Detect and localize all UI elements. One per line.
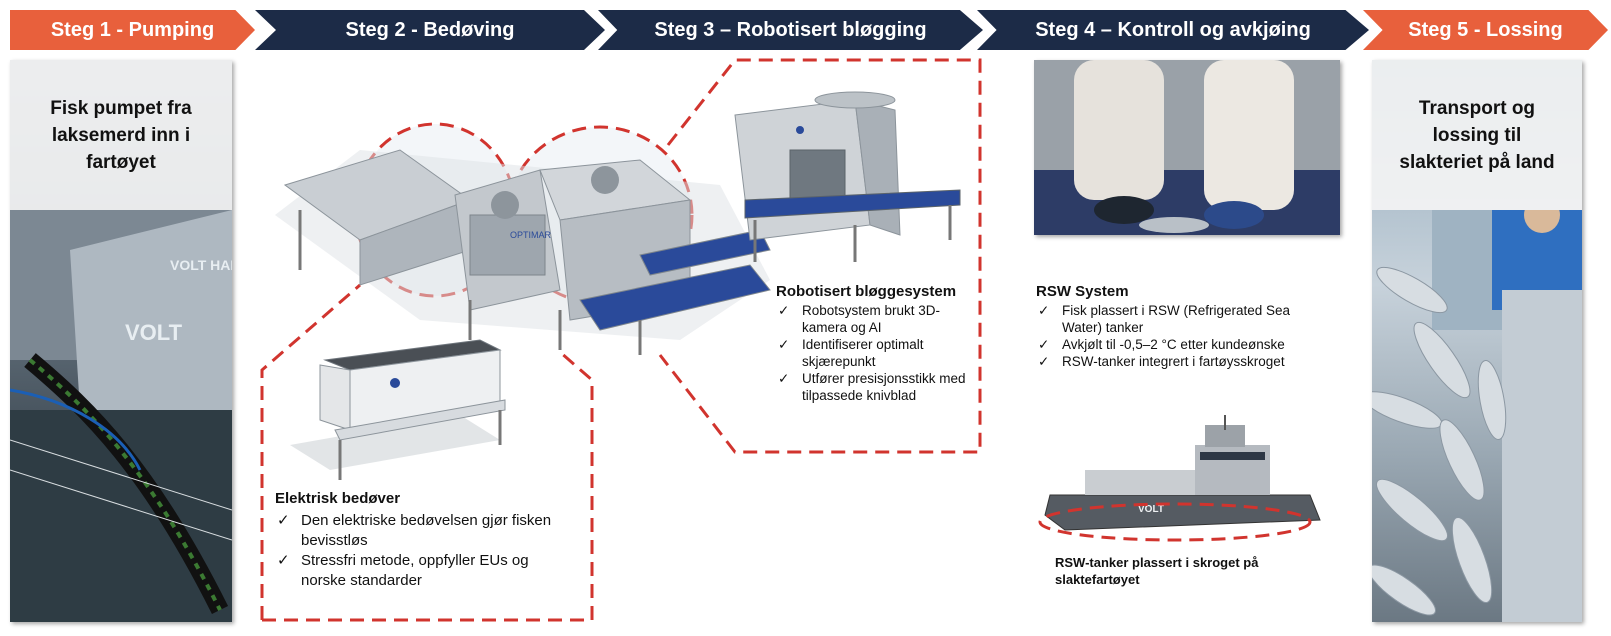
stunner-title: Elektrisk bedøver — [275, 490, 401, 507]
rsw-bullet-list: Fisk plassert i RSW (Refrigerated Sea Wa… — [1036, 302, 1306, 370]
control-scene-illustration — [1034, 60, 1340, 235]
stunner-bullet: Stressfri metode, oppfyller EUs og norsk… — [275, 551, 575, 591]
stunner-bullet: Den elektriske bedøvelsen gjør fisken be… — [275, 511, 575, 551]
ship-brand-text: VOLT — [1138, 504, 1164, 515]
robot-bullet: Identifiserer optimalt skjærepunkt — [776, 336, 966, 370]
pumping-photo: VOLT HAR VOLT Fisk pumpet fra laksemerd … — [10, 60, 232, 622]
stunner-description: Elektrisk bedøver Den elektriske bedøvel… — [275, 489, 575, 591]
stunner-bullet-list: Den elektriske bedøvelsen gjør fisken be… — [275, 511, 575, 591]
robot-bullet: Robotsystem brukt 3D-kamera og AI — [776, 302, 966, 336]
step-5-label: Steg 5 - Lossing — [1408, 18, 1563, 41]
step-4-label: Steg 4 – Kontroll og avkjøing — [1035, 18, 1311, 41]
pumping-scene-illustration: VOLT HAR VOLT — [10, 210, 232, 622]
robot-bullet-list: Robotsystem brukt 3D-kamera og AI Identi… — [776, 302, 966, 404]
stunner-callout-border — [262, 350, 594, 622]
ship-caption: RSW-tanker plassert i skroget på slaktef… — [1055, 555, 1259, 587]
rsw-bullet: RSW-tanker integrert i fartøysskroget — [1036, 353, 1306, 370]
processing-line-machine: OPTIMAR — [275, 149, 771, 355]
unloading-photo: Transport og lossing til slakteriet på l… — [1372, 60, 1582, 622]
step-1-label: Steg 1 - Pumping — [50, 18, 215, 41]
rsw-bullet: Avkjølt til -0,5–2 °C etter kundeønske — [1036, 336, 1306, 353]
rsw-vessel-illustration: VOLT — [1038, 415, 1321, 542]
volt-service-text: VOLT — [125, 320, 183, 345]
step-4-arrow: Steg 4 – Kontroll og avkjøing — [977, 10, 1369, 50]
step-3-label: Steg 3 – Robotisert bløgging — [654, 18, 927, 41]
stunner-callout-line — [260, 283, 361, 620]
step-3-arrow: Steg 3 – Robotisert bløgging — [598, 10, 983, 50]
step-5-caption: Transport og lossing til slakteriet på l… — [1372, 60, 1582, 210]
rsw-title: RSW System — [1036, 283, 1129, 300]
step-5-caption-line: Transport og — [1418, 97, 1536, 119]
step-2-arrow: Steg 2 - Bedøving — [255, 10, 605, 50]
rsw-bullet: Fisk plassert i RSW (Refrigerated Sea Wa… — [1036, 302, 1306, 336]
robot-bullet: Utfører presisjonsstikk med tilpassede k… — [776, 370, 966, 404]
step-2-label: Steg 2 - Bedøving — [345, 18, 515, 41]
step-1-caption: Fisk pumpet fra laksemerd inn i fartøyet — [10, 60, 232, 210]
stunner-machine — [290, 339, 506, 480]
robot-callout-border — [658, 58, 982, 454]
vessel-name-text: VOLT HAR — [170, 257, 232, 273]
robot-title: Robotisert bløggesystem — [776, 283, 957, 300]
control-photo — [1034, 60, 1340, 235]
machine-brand-text: OPTIMAR — [510, 230, 552, 240]
step-1-caption-line: laksemerd inn i — [51, 124, 191, 146]
robot-description: Robotisert bløggesystem Robotsystem bruk… — [776, 283, 966, 404]
step-1-caption-line: fartøyet — [86, 151, 156, 173]
step-5-caption-line: lossing til — [1432, 124, 1522, 146]
step-1-caption-line: Fisk pumpet fra — [50, 97, 192, 119]
step-1-arrow: Steg 1 - Pumping — [10, 10, 255, 50]
rsw-description: RSW System Fisk plassert i RSW (Refriger… — [1036, 283, 1306, 370]
step-5-caption-line: slakteriet på land — [1399, 151, 1555, 173]
salmon-scene-illustration — [1372, 210, 1582, 622]
robot-bleeding-machine — [734, 91, 961, 262]
step-5-arrow: Steg 5 - Lossing — [1363, 10, 1608, 50]
